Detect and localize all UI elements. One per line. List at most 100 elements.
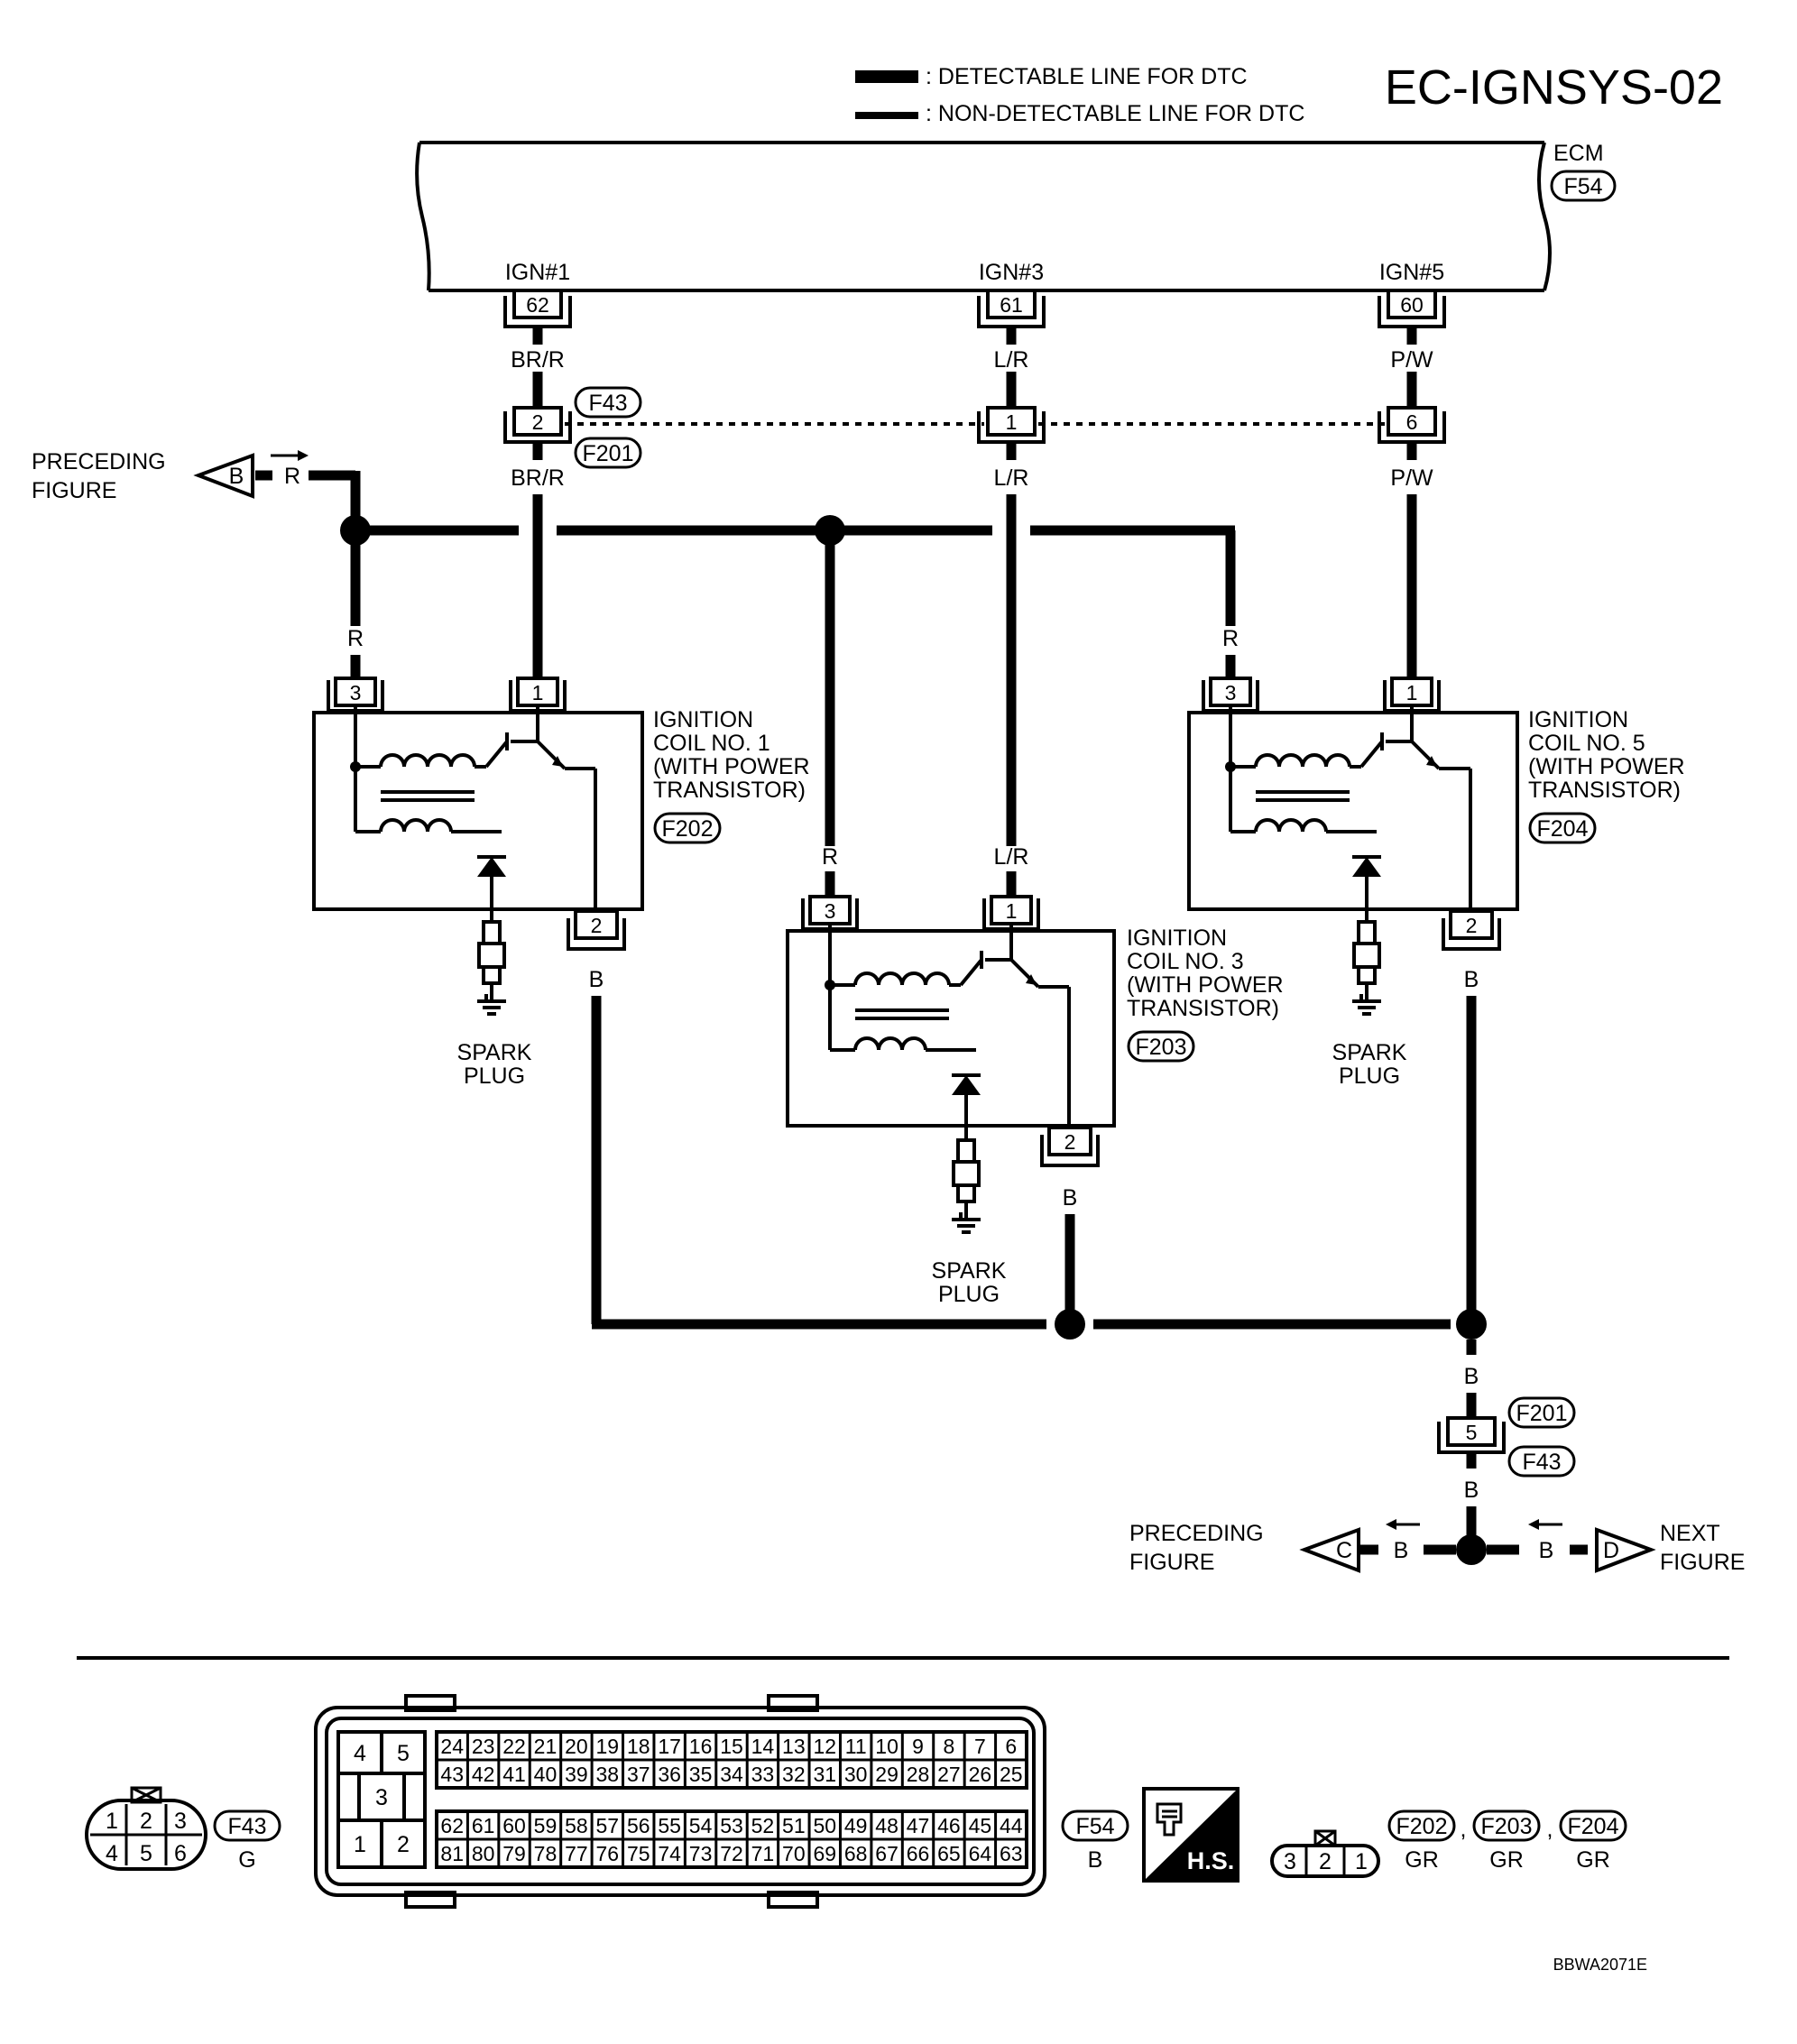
svg-text:1: 1: [1006, 410, 1018, 434]
svg-text:6: 6: [1406, 410, 1418, 434]
spark-plug-5: SPARK PLUG: [1332, 920, 1407, 1089]
f54-pin: 27: [937, 1763, 961, 1786]
detectable-line-swatch: [855, 70, 918, 83]
f54-pin: 10: [875, 1735, 898, 1758]
f54-pin: 43: [440, 1763, 464, 1786]
svg-text:TRANSISTOR): TRANSISTOR): [653, 778, 806, 803]
svg-text:GR: GR: [1405, 1847, 1439, 1873]
svg-text:F43: F43: [227, 1814, 266, 1839]
svg-text:SPARK: SPARK: [457, 1040, 532, 1065]
f54-pin: 62: [440, 1814, 464, 1837]
f54-pin: 34: [720, 1763, 743, 1786]
wire-ign3-lower: L/R: [994, 465, 1029, 491]
f54-pin: 35: [689, 1763, 713, 1786]
wire-ign1-lower: BR/R: [511, 465, 565, 491]
f54-pin: 51: [782, 1814, 806, 1837]
f54-pin: 56: [627, 1814, 650, 1837]
svg-text:IGN#5: IGN#5: [1379, 260, 1444, 285]
wire-ign5-lower: P/W: [1390, 465, 1433, 491]
f54-pin: 49: [844, 1814, 868, 1837]
spark-plug-3: SPARK PLUG: [932, 1138, 1007, 1307]
f54-pin: 52: [751, 1814, 775, 1837]
svg-text:60: 60: [1400, 293, 1424, 317]
svg-text:F202: F202: [662, 816, 714, 842]
spark-plug-1: SPARK PLUG: [457, 920, 532, 1089]
f54-pin: 31: [813, 1763, 836, 1786]
svg-text:61: 61: [1000, 293, 1023, 317]
svg-text:5: 5: [397, 1741, 410, 1766]
svg-text:SPARK: SPARK: [932, 1258, 1007, 1284]
f54-pin: 40: [534, 1763, 558, 1786]
f54-pin: 32: [782, 1763, 806, 1786]
harness-connector-bottom-id: F201: [583, 441, 634, 466]
preceding-figure-b: PRECEDING FIGURE B R: [32, 449, 361, 530]
legend-detectable: : DETECTABLE LINE FOR DTC: [926, 64, 1248, 89]
f54-pin: 30: [844, 1763, 868, 1786]
svg-text:B: B: [1088, 1847, 1103, 1873]
svg-text:3: 3: [1284, 1849, 1296, 1874]
svg-text:1: 1: [1355, 1849, 1368, 1874]
connector-view-f43: 1 2 3 4 5 6 F43 G: [85, 1786, 281, 1873]
f54-pin: 22: [502, 1735, 526, 1758]
r-feed-bus: [340, 515, 1236, 846]
diagram-id: EC-IGNSYS-02: [1385, 60, 1723, 115]
f54-pin: 7: [974, 1735, 986, 1758]
svg-text:C: C: [1336, 1538, 1352, 1563]
f54-pin: 46: [937, 1814, 961, 1837]
f54-pin: 6: [1005, 1735, 1017, 1758]
svg-text:4: 4: [106, 1841, 118, 1866]
f54-pin: 68: [844, 1842, 868, 1865]
f54-pin: 67: [875, 1842, 898, 1865]
f54-pin: 63: [1000, 1842, 1023, 1865]
svg-text:F203: F203: [1481, 1814, 1533, 1839]
svg-text:1: 1: [106, 1809, 118, 1834]
ignition-coil-1: R 3 1 IGNITION COIL NO. 1 (WITH POWER TR…: [312, 626, 810, 992]
f54-pin: 60: [502, 1814, 526, 1837]
svg-text:B: B: [229, 464, 244, 489]
svg-text:B: B: [1464, 1478, 1479, 1503]
harness-side-icon: H.S.: [1142, 1787, 1239, 1883]
svg-text:IGN#1: IGN#1: [505, 260, 570, 285]
f54-pin: 50: [813, 1814, 836, 1837]
ecm-connector-id: F54: [1563, 174, 1602, 199]
svg-text:B: B: [1394, 1538, 1409, 1563]
f54-pin: 33: [751, 1763, 775, 1786]
f54-pin: 64: [969, 1842, 992, 1865]
svg-text:,: ,: [1461, 1817, 1467, 1842]
svg-text:L/R: L/R: [994, 844, 1029, 870]
svg-text:GR: GR: [1576, 1847, 1610, 1873]
svg-text:1: 1: [354, 1832, 366, 1857]
f54-pin: 9: [912, 1735, 924, 1758]
svg-text:B: B: [1539, 1538, 1554, 1563]
svg-text:(WITH POWER: (WITH POWER: [653, 754, 810, 779]
svg-text:COIL NO. 3: COIL NO. 3: [1127, 949, 1244, 974]
wire-ign3-upper: L/R: [994, 347, 1029, 373]
f54-pin: 14: [751, 1735, 775, 1758]
f54-pin: 13: [782, 1735, 806, 1758]
svg-text:R: R: [822, 844, 838, 870]
svg-text:IGNITION: IGNITION: [1127, 925, 1227, 951]
footer-code: BBWA2071E: [1553, 1956, 1647, 1974]
svg-text:6: 6: [174, 1841, 187, 1866]
f54-pin: 65: [937, 1842, 961, 1865]
svg-text:4: 4: [354, 1741, 366, 1766]
f54-pin: 16: [689, 1735, 713, 1758]
f54-pin: 78: [534, 1842, 558, 1865]
legend: : DETECTABLE LINE FOR DTC : NON-DETECTAB…: [855, 64, 1304, 126]
f54-pin: 61: [472, 1814, 495, 1837]
svg-text:TRANSISTOR): TRANSISTOR): [1528, 778, 1681, 803]
f54-pin: 70: [782, 1842, 806, 1865]
f54-pin: 47: [907, 1814, 930, 1837]
f54-pin: 69: [813, 1842, 836, 1865]
f54-pin: 80: [472, 1842, 495, 1865]
ecm-label: ECM: [1553, 141, 1604, 166]
svg-text:2: 2: [591, 914, 603, 937]
svg-text:PRECEDING: PRECEDING: [1129, 1521, 1264, 1546]
svg-text:IGNITION: IGNITION: [653, 707, 753, 732]
f54-pin: 24: [440, 1735, 464, 1758]
f54-pin: 75: [627, 1842, 650, 1865]
svg-text:F204: F204: [1568, 1814, 1619, 1839]
svg-text:1: 1: [1406, 681, 1418, 704]
